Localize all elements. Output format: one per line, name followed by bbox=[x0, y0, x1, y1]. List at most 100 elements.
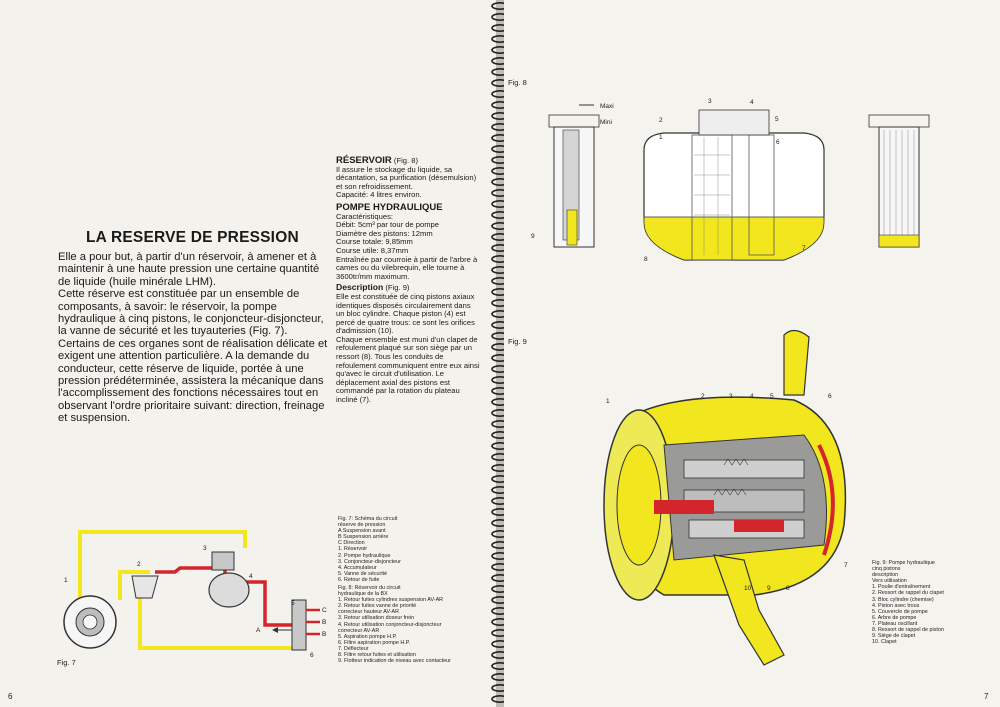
fig8-label: Fig. 8 bbox=[508, 78, 527, 87]
reservoir-fig-ref: (Fig. 8) bbox=[393, 156, 418, 165]
fig7-diagram bbox=[63, 530, 320, 651]
caption-line: 6. Arbre de pompe bbox=[872, 614, 917, 621]
caption-line: correcteur hauteur AV-AR bbox=[338, 609, 400, 616]
intro-paragraph: Certains de ces organes sont de réalisat… bbox=[58, 337, 328, 425]
description-fig-ref: (Fig. 9) bbox=[385, 283, 410, 293]
fig7-marker: 6 bbox=[310, 652, 314, 659]
caption-line: 9. Siège de clapet bbox=[872, 633, 916, 640]
caption-line: 7. Plateau oscillant bbox=[872, 620, 918, 627]
caption-line: 5. Couvercle de pompe bbox=[872, 608, 928, 615]
page-number-left: 6 bbox=[8, 692, 13, 701]
fig7-marker: 2 bbox=[137, 561, 141, 568]
caption-line: 4. Piston avec trous bbox=[872, 602, 920, 609]
pompe-spec: Débit: 5cm³ par tour de pompe bbox=[336, 220, 439, 230]
fig8-marker: 3 bbox=[708, 98, 712, 105]
caption-line: 1. Retour fuites cylindres suspension AV… bbox=[338, 597, 444, 604]
caption-line: cinq pistons bbox=[872, 566, 901, 573]
description-text: Chaque ensemble est muni d'un clapet de … bbox=[336, 334, 480, 405]
fig7-marker: 4 bbox=[249, 573, 253, 580]
caption-line: B Suspension arrière bbox=[338, 534, 389, 541]
fig9-marker: 7 bbox=[844, 562, 848, 569]
fig8-mini-label: Mini bbox=[600, 119, 612, 126]
reservoir-capacity: Capacité: 4 litres environ. bbox=[336, 190, 422, 200]
page-number-right: 7 bbox=[984, 692, 989, 701]
caption-line: 3. Retour utilisation doseur frein bbox=[338, 615, 415, 622]
fig9-marker: 3 bbox=[729, 393, 733, 400]
fig9-marker: 1 bbox=[606, 398, 610, 405]
fig7-letter: B bbox=[322, 631, 327, 638]
fig8-marker: 2 bbox=[659, 117, 663, 124]
fig9-marker: 5 bbox=[770, 393, 774, 400]
caption-line: 1. Poulie d'entraînement bbox=[872, 584, 931, 591]
caption-line: 1. Réservoir bbox=[338, 546, 368, 553]
caption-line: A Suspension avant bbox=[338, 528, 386, 535]
caption-line: 5. Aspiration pompe H.P. bbox=[338, 633, 397, 640]
caption-line: 7. Déflecteur bbox=[338, 645, 369, 652]
right-page: Fig. 8 Maxi Mini 1 bbox=[504, 0, 1000, 707]
caption-line: hydraulique de la BX bbox=[338, 591, 388, 598]
fig8-marker: 5 bbox=[775, 116, 779, 123]
fig9-marker: 9 bbox=[767, 585, 771, 592]
fig7-marker: 1 bbox=[64, 577, 68, 584]
caption-line: Fig. 7: Schéma du circuit bbox=[338, 516, 398, 522]
caption-line: 10. Clapet bbox=[872, 639, 897, 646]
caption-line: correcteur AV-AR bbox=[338, 627, 380, 634]
fig8-diagram bbox=[548, 104, 930, 261]
pompe-spec: Entraînée par courroie à partir de l'arb… bbox=[336, 254, 478, 281]
fig8-marker: 9 bbox=[531, 233, 535, 240]
caption-line: 6. Filtre aspiration pompe H.P. bbox=[338, 639, 411, 646]
pompe-heading: POMPE HYDRAULIQUE bbox=[336, 201, 443, 213]
caption-line: 5. Vanne de sécurité bbox=[338, 570, 388, 577]
fig7-letter: B bbox=[322, 619, 327, 626]
fig9-caption: Fig. 9: Pompe hydraulique cinq pistons d… bbox=[872, 560, 997, 645]
fig7-letter: C bbox=[322, 607, 327, 614]
pompe-spec: Course utile: 8,37mm bbox=[336, 245, 409, 255]
right-column: RÉSERVOIR (Fig. 8) Il assure le stockage… bbox=[336, 155, 481, 405]
left-page: LA RESERVE DE PRESSION Elle a pour but, … bbox=[0, 0, 496, 707]
reservoir-heading: RÉSERVOIR bbox=[336, 155, 392, 166]
fig9-marker: 6 bbox=[828, 393, 832, 400]
caption-line: 6. Retour de fuite bbox=[338, 576, 380, 583]
fig9-diagram bbox=[603, 329, 847, 666]
fig7-marker: 3 bbox=[203, 545, 207, 552]
caption-line: Fig. 9: Pompe hydraulique bbox=[872, 560, 935, 566]
caption-line: réserve de pression bbox=[338, 522, 386, 529]
caption-line: Vers utilisation bbox=[872, 578, 907, 585]
fig8-marker: 7 bbox=[802, 245, 806, 252]
reservoir-text: Il assure le stockage du liquide, sa déc… bbox=[336, 164, 477, 191]
caption-line: 4. Accumulateur bbox=[338, 564, 377, 571]
caption-line: 4. Retour utilisation conjoncteur-disjon… bbox=[338, 621, 442, 628]
caption-line: C Direction bbox=[338, 540, 365, 547]
fig8-caption: Fig. 8: Réservoir du circuit hydraulique… bbox=[338, 585, 493, 664]
caption-line: 8. Filtre retour fuites et utilisation bbox=[338, 652, 416, 659]
intro-paragraph: Elle a pour but, à partir d'un réservoir… bbox=[58, 251, 320, 288]
intro-paragraph: Cette réserve est constituée par un ense… bbox=[58, 288, 324, 338]
caption-line: 9. Flotteur indication de niveau avec co… bbox=[338, 658, 451, 665]
fig8-maxi-label: Maxi bbox=[600, 103, 614, 110]
pompe-spec: Caractéristiques: bbox=[336, 211, 393, 221]
caption-line: Fig. 8: Réservoir du circuit bbox=[338, 585, 401, 591]
caption-line: 2. Retour fuites vanne de priorité bbox=[338, 603, 417, 610]
caption-line: 3. Bloc cylindre (chemise) bbox=[872, 596, 934, 603]
fig7-label: Fig. 7 bbox=[57, 658, 76, 667]
page-title: LA RESERVE DE PRESSION bbox=[86, 229, 299, 246]
description-text: Elle est constituée de cinq pistons axia… bbox=[336, 291, 475, 336]
fig8-marker: 1 bbox=[659, 134, 663, 141]
description-heading: Description bbox=[336, 282, 384, 293]
pompe-spec: Course totale: 9,85mm bbox=[336, 237, 413, 247]
caption-line: 3. Conjoncteur-disjoncteur bbox=[338, 558, 401, 565]
caption-line: description bbox=[872, 572, 899, 579]
caption-line: 8. Ressort de rappel de piston bbox=[872, 627, 944, 634]
fig9-marker: 2 bbox=[701, 393, 705, 400]
caption-line: 2. Pompe hydraulique bbox=[338, 552, 391, 559]
fig7-marker: 5 bbox=[291, 600, 295, 607]
fig9-label: Fig. 9 bbox=[508, 337, 527, 346]
fig9-marker: 4 bbox=[750, 393, 754, 400]
pompe-spec: Diamètre des pistons: 12mm bbox=[336, 228, 433, 238]
caption-line: 2. Ressort de rappel du clapet bbox=[872, 590, 944, 597]
fig8-marker: 4 bbox=[750, 99, 754, 106]
fig9-marker: 10 bbox=[744, 585, 752, 592]
fig8-marker: 6 bbox=[776, 139, 780, 146]
fig7-letter: A bbox=[256, 627, 261, 634]
